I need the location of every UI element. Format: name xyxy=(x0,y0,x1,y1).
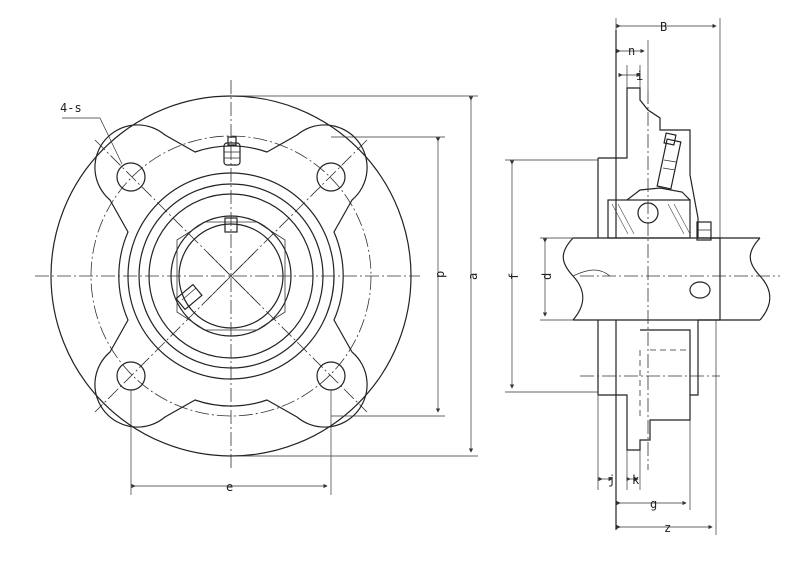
oblique-set-screw-icon xyxy=(175,283,203,311)
bearing-section-top xyxy=(607,199,691,239)
inner-ring-right xyxy=(698,237,721,321)
p-label: p xyxy=(433,271,447,278)
bearing-outer-arc-top xyxy=(626,187,691,201)
a-label: a xyxy=(466,273,480,280)
bolt-hole-top-right xyxy=(316,162,346,192)
z-label: z xyxy=(664,521,671,535)
housing-outline xyxy=(94,124,368,428)
k-label: k xyxy=(632,473,640,487)
front-view: 4-s e p a xyxy=(35,80,480,495)
hub-outline xyxy=(176,221,286,331)
diagonal-centerline-1 xyxy=(94,139,368,413)
side-grease-nipple-icon xyxy=(656,132,682,190)
set-screw-icon xyxy=(224,217,238,233)
j-label: j xyxy=(608,473,615,487)
shaft-break-left xyxy=(562,237,584,321)
holes-leader-arrow xyxy=(99,117,123,165)
n-label: n xyxy=(628,44,635,58)
shaft-break-line xyxy=(572,269,611,277)
d-label: d xyxy=(540,273,554,280)
housing-body-top xyxy=(616,87,699,238)
side-view: f d B n i j k g z xyxy=(505,18,780,535)
grease-nipple-icon xyxy=(223,136,241,166)
shaft-break-right xyxy=(749,237,771,321)
set-screw-hole xyxy=(689,281,711,299)
cross-mark-2 xyxy=(207,252,255,300)
f-label: f xyxy=(507,273,521,280)
housing-body-bottom xyxy=(616,320,699,451)
B-label: B xyxy=(660,20,667,34)
side-set-screw-icon xyxy=(696,221,712,241)
g-label: g xyxy=(650,497,657,511)
holes-label: 4-s xyxy=(60,101,82,115)
e-label: e xyxy=(226,480,233,494)
housing-inner-bottom xyxy=(640,329,691,395)
bolt-hole-top-left xyxy=(116,162,146,192)
i-label: i xyxy=(636,69,643,83)
diagonal-centerline-2 xyxy=(94,139,368,413)
